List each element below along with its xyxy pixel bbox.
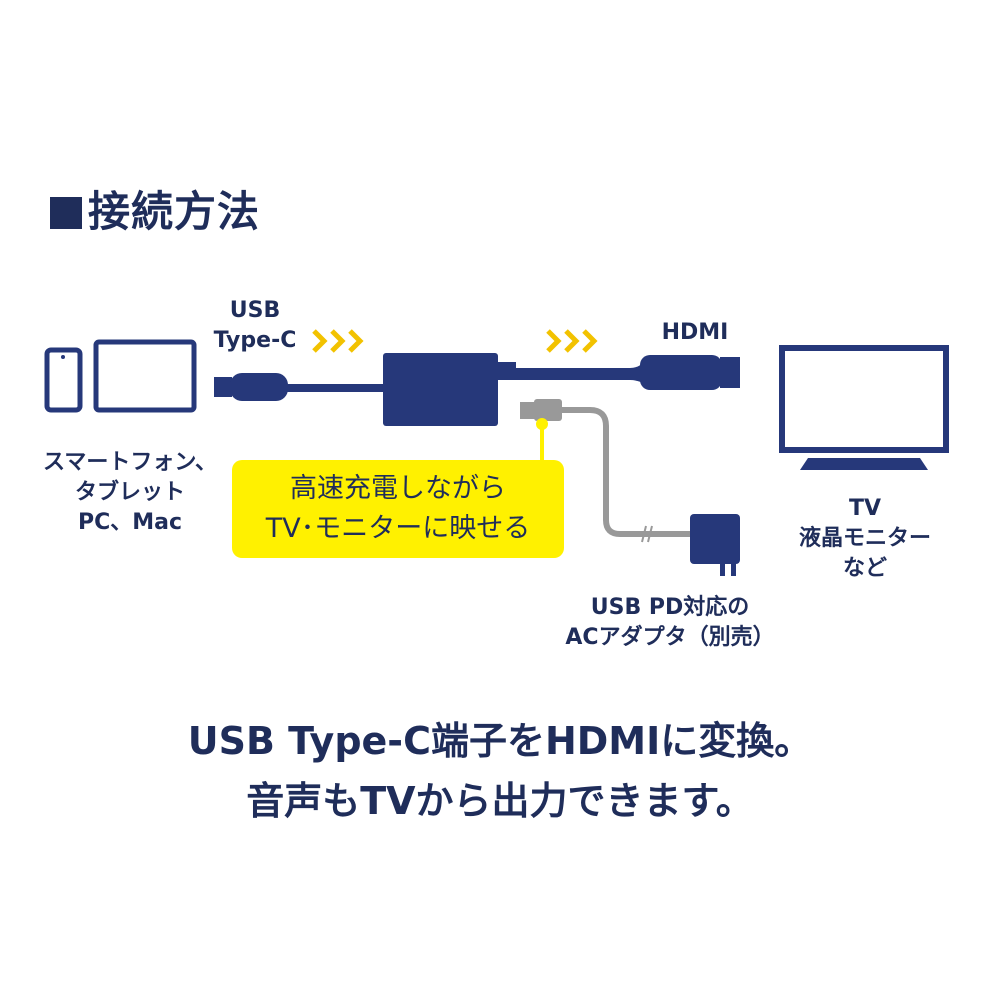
chevron-arrows-icon [312, 329, 364, 353]
section-title: 接続方法 [50, 178, 260, 239]
hdmi-label: HDMI [661, 320, 729, 345]
adapter-box-icon [383, 353, 516, 426]
tablet-icon [93, 339, 197, 413]
callout-line1: 高速充電しながら [290, 473, 506, 504]
tv-label-line3: など [842, 556, 887, 581]
adapter-label-line1: USB PD対応の [590, 595, 750, 620]
bottom-caption-line1: USB Type-C端子をHDMIに変換。 [187, 719, 813, 763]
charging-callout: 高速充電しながら TV･モニターに映せる [232, 460, 564, 558]
usb-label-line2: Type-C [213, 328, 297, 353]
devices-label-line2: タブレット [74, 480, 185, 505]
section-title-text: 接続方法 [88, 187, 261, 236]
devices-label-line3: PC、Mac [77, 510, 183, 535]
tv-icon [779, 345, 949, 470]
chevron-arrows-icon [546, 329, 598, 353]
title-square-icon [50, 197, 82, 229]
bottom-caption-line2: 音声もTVから出力できます。 [246, 779, 754, 823]
callout-line2: TV･モニターに映せる [265, 513, 531, 544]
ac-adapter-icon [690, 514, 740, 576]
smartphone-icon [44, 347, 83, 413]
tv-label-line2: 液晶モニター [798, 526, 931, 551]
usb-c-plug-icon [214, 373, 384, 401]
hdmi-plug-icon [516, 355, 740, 390]
devices-label: スマートフォン、 タブレット PC、Mac [30, 448, 230, 538]
adapter-label-line2: ACアダプタ（別売） [565, 625, 775, 650]
tv-label-line1: TV [848, 496, 882, 521]
power-cable-icon [520, 399, 690, 543]
tv-label: TV 液晶モニター など [780, 494, 950, 584]
devices-label-line1: スマートフォン、 [42, 450, 218, 475]
callout-pointer-icon [536, 418, 548, 462]
ac-adapter-label: USB PD対応の ACアダプタ（別売） [560, 593, 780, 653]
usb-type-c-label: USB Type-C [210, 296, 300, 356]
usb-label-line1: USB [229, 298, 281, 323]
